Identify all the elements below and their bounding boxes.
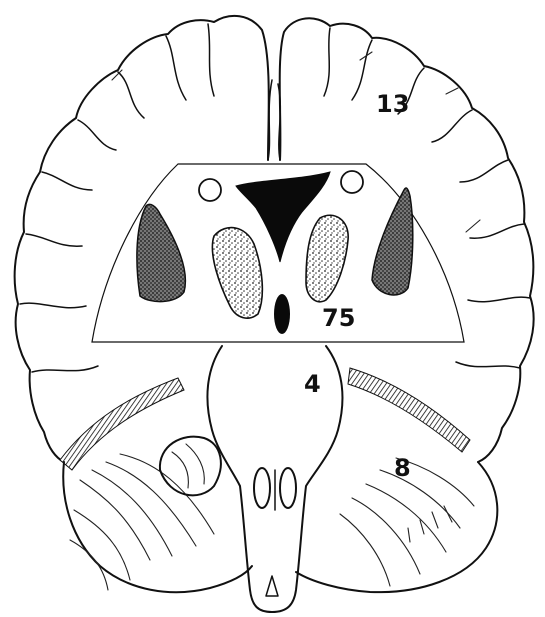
label-75: 75 — [322, 304, 355, 332]
cerebellum-left-outline — [63, 462, 252, 592]
left-hatched-band — [60, 378, 184, 470]
right-hatched-band — [348, 368, 470, 452]
right-olive — [280, 468, 296, 508]
spinal-canal-mark — [266, 576, 278, 596]
label-13: 13 — [376, 90, 409, 118]
aqueduct — [274, 294, 290, 334]
left-small-circle — [199, 179, 221, 201]
label-4: 4 — [304, 370, 321, 398]
brainstem — [207, 346, 342, 612]
left-olive — [254, 468, 270, 508]
right-small-circle — [341, 171, 363, 193]
section-window — [92, 164, 464, 342]
flocculus — [160, 437, 221, 496]
longitudinal-fissure — [268, 80, 280, 160]
cerebellum — [63, 437, 497, 593]
cerebellar-folia — [70, 454, 474, 590]
label-8: 8 — [394, 454, 411, 482]
